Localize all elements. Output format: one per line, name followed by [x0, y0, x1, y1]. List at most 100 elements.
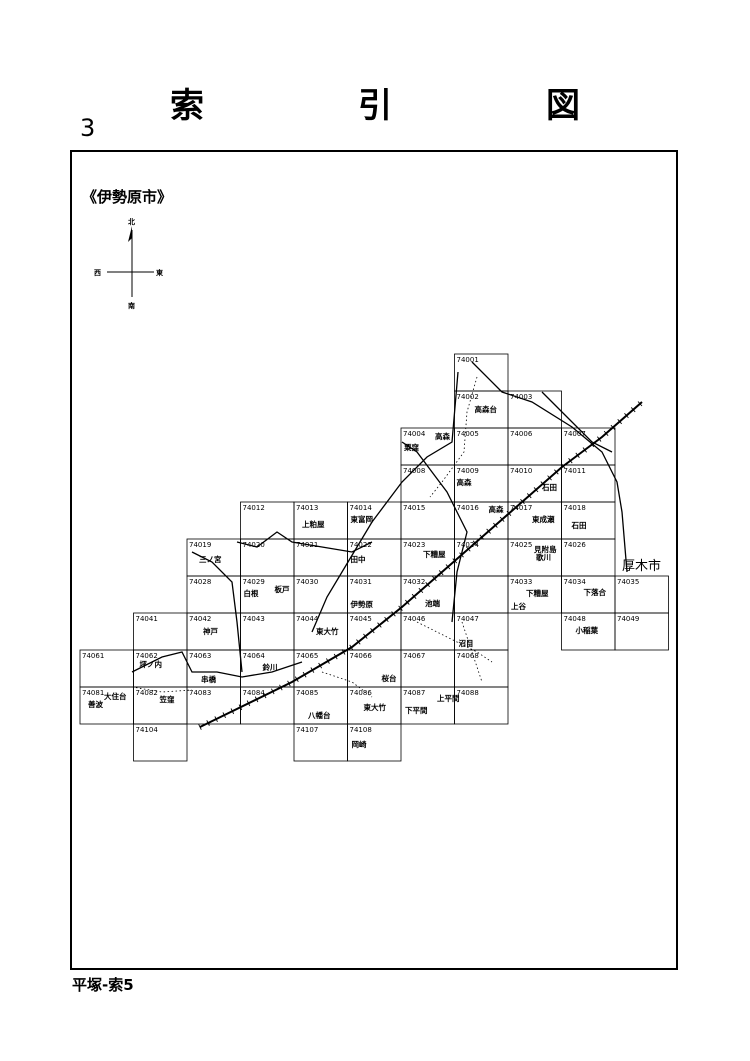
map-sheet-cell[interactable]: 74088 — [454, 686, 509, 725]
city-label: 《伊勢原市》 — [82, 188, 173, 206]
map-sheet-cell[interactable]: 74067 — [400, 649, 455, 688]
map-sheet-number: 74066 — [350, 652, 373, 660]
map-sheet-number: 74031 — [350, 578, 372, 586]
map-sheet-number: 74013 — [296, 504, 318, 512]
railway-tick — [568, 458, 573, 464]
railway-tick — [610, 424, 616, 431]
map-sheet-number: 74008 — [403, 467, 425, 475]
map-sheet-number: 74011 — [564, 467, 586, 475]
place-name-label: 三ノ宮 — [199, 554, 222, 564]
place-name-label: 高森 — [489, 504, 504, 514]
map-sheet-number: 74087 — [403, 689, 425, 697]
railway-tick — [459, 552, 464, 558]
place-name-label: 高森 — [435, 431, 450, 441]
map-sheet-cell[interactable]: 74083 — [186, 686, 241, 725]
railway-tick — [520, 499, 525, 505]
map-sheet-cell[interactable]: 74026 — [561, 538, 616, 577]
map-sheet-cell[interactable]: 74061 — [79, 649, 134, 688]
map-sheet-cell[interactable]: 74084 — [240, 686, 295, 725]
map-sheet-cell[interactable]: 74068 — [454, 649, 509, 688]
map-sheet-number: 74045 — [350, 615, 372, 623]
place-name-label: 東富岡 — [351, 514, 374, 524]
map-sheet-cell[interactable]: 74015 — [400, 501, 455, 540]
map-sheet-cell[interactable]: 74049 — [614, 612, 669, 651]
map-sheet-number: 74007 — [564, 430, 586, 438]
map-sheet-cell[interactable]: 74107 — [293, 723, 348, 762]
place-name-label: 鈴川 — [263, 662, 278, 672]
railway-tick — [624, 413, 629, 419]
place-name-label: 坪ノ内 — [140, 659, 163, 669]
map-sheet-cell[interactable]: 74008 — [400, 464, 455, 503]
map-sheet-cell[interactable]: 74018 — [561, 501, 616, 540]
map-sheet-number: 74029 — [243, 578, 265, 586]
railway-tick — [222, 712, 226, 719]
map-sheet-cell[interactable]: 74065 — [293, 649, 348, 688]
place-name-label: 見附島 — [533, 544, 557, 554]
railway-tick — [214, 716, 218, 722]
map-sheet-number: 74006 — [510, 430, 533, 438]
railway-tick — [432, 576, 437, 582]
map-sheet-cell[interactable]: 74006 — [507, 427, 562, 466]
map-sheet-number: 74042 — [189, 615, 211, 623]
place-name-label: 田中 — [351, 554, 366, 564]
map-sheet-cell[interactable]: 74001 — [454, 353, 509, 392]
map-sheet-cell[interactable]: 74024 — [454, 538, 509, 577]
railway-tick — [238, 704, 243, 711]
map-sheet-number: 74081 — [82, 689, 104, 697]
map-sheet-cell[interactable]: 74104 — [133, 723, 188, 762]
map-sheet-number: 74082 — [136, 689, 158, 697]
map-sheet-cell[interactable]: 74011 — [561, 464, 616, 503]
map-sheet-number: 74005 — [457, 430, 479, 438]
map-sheet-number: 74012 — [243, 504, 265, 512]
place-name-label: 沼目 — [459, 638, 474, 648]
map-sheet-number: 74049 — [617, 615, 639, 623]
railway-tick — [589, 441, 595, 448]
map-sheet-number: 74061 — [82, 652, 104, 660]
map-sheet-cell[interactable]: 74082 — [133, 686, 188, 725]
railway-tick — [246, 700, 251, 707]
map-sheet-cell[interactable]: 74108 — [347, 723, 402, 762]
map-sheet-number: 74067 — [403, 652, 425, 660]
map-sheet-cell[interactable]: 74043 — [240, 612, 295, 651]
map-sheet-cell[interactable]: 74005 — [454, 427, 509, 466]
place-name-label: 上平間 — [437, 693, 460, 703]
map-sheet-cell[interactable]: 74021 — [293, 538, 348, 577]
odakyu-railway — [198, 401, 643, 730]
map-sheet-cell[interactable]: 74035 — [614, 575, 669, 614]
map-sheet-number: 74015 — [403, 504, 425, 512]
railway-tick — [547, 475, 552, 481]
map-sheet-number: 74086 — [350, 689, 373, 697]
neighbor-city-label: 厚木市 — [622, 558, 661, 574]
map-sheet-number: 74108 — [350, 726, 372, 734]
place-name-label: 善波 — [88, 699, 103, 709]
railway-tick — [418, 587, 424, 594]
map-sheet-cell[interactable] — [454, 575, 509, 614]
map-sheet-number: 74065 — [296, 652, 318, 660]
page-title: 索 引 図 — [170, 86, 640, 126]
railway-tick — [582, 447, 587, 453]
map-sheet-number: 74046 — [403, 615, 426, 623]
railway-tick — [540, 481, 546, 487]
place-name-label: 東大竹 — [364, 702, 387, 712]
map-sheet-number: 74083 — [189, 689, 211, 697]
railway-tick — [370, 628, 375, 634]
compass-rose: 北 南 西 東 — [94, 217, 164, 310]
map-sheet-number: 74048 — [564, 615, 586, 623]
map-sheet-cell[interactable]: 74041 — [133, 612, 188, 651]
railway-tick — [554, 469, 559, 475]
map-sheet-cell[interactable]: 74030 — [293, 575, 348, 614]
map-sheet-cell[interactable]: 74012 — [240, 501, 295, 540]
map-sheet-cell[interactable]: 74028 — [186, 575, 241, 614]
map-sheet-number: 74024 — [457, 541, 480, 549]
railway-tick — [206, 720, 210, 726]
map-sheet-number: 74023 — [403, 541, 425, 549]
place-name-label: 下糟屋 — [526, 588, 549, 598]
map-sheet-cell[interactable]: 74046 — [400, 612, 455, 651]
railway-tick — [575, 452, 580, 458]
place-name-label: 下平間 — [405, 706, 428, 715]
railway-tick — [637, 401, 643, 407]
railway-tick — [384, 616, 389, 623]
map-sheet-number: 74032 — [403, 578, 425, 586]
railway-tick — [326, 658, 330, 664]
